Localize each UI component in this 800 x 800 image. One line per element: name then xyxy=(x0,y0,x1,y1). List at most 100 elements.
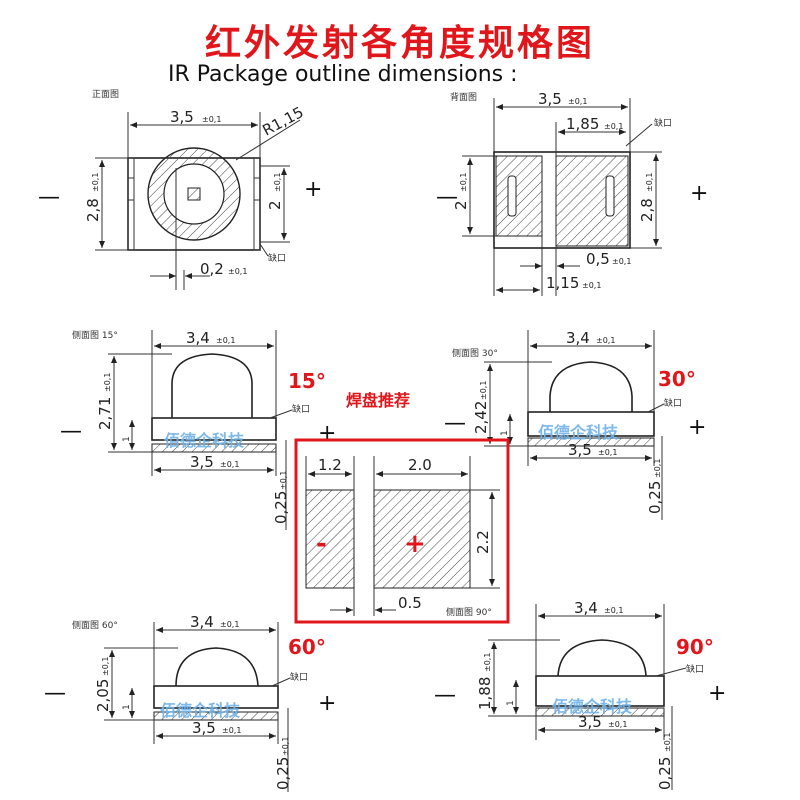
svg-text:±0,1: ±0,1 xyxy=(479,381,488,400)
watermark: 佰德企科技 xyxy=(164,431,245,450)
side15-notch: 缺口 xyxy=(292,403,310,415)
svg-text:±0,1: ±0,1 xyxy=(645,173,654,192)
svg-text:±0,1: ±0,1 xyxy=(281,737,290,756)
side30-top-width: 3,4 xyxy=(566,329,590,347)
pad-plus: + xyxy=(404,529,426,559)
side60-height: 2,05 xyxy=(94,679,112,712)
side60-minus: — xyxy=(44,681,66,706)
side15-plus: + xyxy=(318,421,336,446)
side90-plus: + xyxy=(708,681,726,706)
svg-text:±0,1: ±0,1 xyxy=(220,620,239,629)
side60-label: 侧面图 60° xyxy=(72,619,118,631)
svg-text:±0,1: ±0,1 xyxy=(582,281,601,290)
front-radius: R1,15 xyxy=(259,103,306,139)
svg-text:±0,1: ±0,1 xyxy=(216,336,235,345)
side60-plus: + xyxy=(318,691,336,716)
side15-base: 1 xyxy=(122,436,132,442)
svg-text:±0,1: ±0,1 xyxy=(228,267,247,276)
side30-thickness: 0,25 xyxy=(646,481,664,514)
pad-height: 2.2 xyxy=(474,530,492,554)
front-offset: 0,2 xyxy=(200,260,224,278)
front-notch: 缺口 xyxy=(268,252,286,264)
side30-base: 1 xyxy=(500,430,510,436)
front-view: 正面图 3,5 ±0,1 R1,15 2,8 ±0,1 2 ±0,1 0,2 ±… xyxy=(38,89,322,290)
main-title: 红外发射各角度规格图 xyxy=(204,23,595,64)
front-minus: — xyxy=(38,185,60,210)
watermark-90: 佰德企科技 xyxy=(552,697,633,716)
back-right-height: 2,8 xyxy=(638,198,656,222)
svg-text:±0,1: ±0,1 xyxy=(608,720,627,729)
side60-thickness: 0,25 xyxy=(274,757,292,790)
side15-thickness: 0,25 xyxy=(272,491,290,524)
pad-minus: - xyxy=(316,529,327,559)
svg-text:±0,1: ±0,1 xyxy=(604,606,623,615)
side90-notch: 缺口 xyxy=(686,663,704,675)
pad-gap: 0.5 xyxy=(398,594,422,612)
side60-top-width: 3,4 xyxy=(190,613,214,631)
side-view-90: 3,4 ±0,1 1,88 ±0,1 1 3,5 ±0,1 0,25 ±0,1 … xyxy=(434,599,726,790)
pad-right-width: 2.0 xyxy=(408,456,432,474)
side15-top-width: 3,4 xyxy=(186,329,210,347)
side30-angle: 30° xyxy=(658,367,696,391)
front-height: 2,8 xyxy=(84,198,102,222)
svg-text:±0,1: ±0,1 xyxy=(222,726,241,735)
back-gap: 0,5 xyxy=(586,250,610,268)
pad-title: 焊盘推荐 xyxy=(346,391,410,410)
svg-text:±0,1: ±0,1 xyxy=(653,459,662,478)
back-left-height: 2 xyxy=(452,200,470,210)
svg-text:±0,1: ±0,1 xyxy=(596,336,615,345)
side60-base: 1 xyxy=(122,704,132,710)
side30-label: 侧面图 30° xyxy=(452,347,498,359)
svg-text:±0,1: ±0,1 xyxy=(202,115,221,124)
back-view-label: 背面图 xyxy=(450,91,477,103)
svg-text:±0,1: ±0,1 xyxy=(91,173,100,192)
svg-text:±0,1: ±0,1 xyxy=(103,373,112,392)
svg-text:±0,1: ±0,1 xyxy=(604,122,623,131)
pad-left-width: 1.2 xyxy=(318,456,342,474)
watermark-60: 佰德企科技 xyxy=(160,701,241,720)
pad-recommendation: 焊盘推荐 1.2 2.0 2.2 0.5 - + 侧面图 90° xyxy=(294,391,510,624)
side30-notch: 缺口 xyxy=(664,397,682,409)
svg-text:±0,1: ±0,1 xyxy=(220,460,239,469)
side-view-15: 侧面图 15° 3,4 ±0,1 2,71 ±0,1 1 3,5 ±0,1 0,… xyxy=(60,329,336,530)
back-plus: + xyxy=(690,181,708,206)
back-view: 背面图 3,5 ±0,1 1,85 ±0,1 缺口 2 ±0,1 2,8 ±0,… xyxy=(436,90,708,296)
side90-top-width: 3,4 xyxy=(574,599,598,617)
front-plus: + xyxy=(304,177,322,202)
side90-minus: — xyxy=(434,683,456,708)
side15-angle: 15° xyxy=(288,369,326,393)
side15-bottom-width: 3,5 xyxy=(190,453,214,471)
svg-text:±0,1: ±0,1 xyxy=(568,97,587,106)
side30-height: 2,42 xyxy=(472,401,490,434)
side90-height: 1,88 xyxy=(476,677,494,710)
svg-text:±0,1: ±0,1 xyxy=(279,471,288,490)
front-view-label: 正面图 xyxy=(92,89,119,100)
subtitle: IR Package outline dimensions : xyxy=(168,62,518,87)
front-inner: 2 xyxy=(266,200,284,210)
side30-plus: + xyxy=(688,415,706,440)
svg-text:±0,1: ±0,1 xyxy=(612,257,631,266)
side90-thickness: 0,25 xyxy=(656,757,674,790)
side60-notch: 缺口 xyxy=(290,671,308,683)
svg-text:±0,1: ±0,1 xyxy=(483,653,492,672)
side15-height: 2,71 xyxy=(96,397,114,430)
side-view-60: 侧面图 60° 3,4 ±0,1 2,05 ±0,1 1 3,5 ±0,1 0,… xyxy=(44,613,336,792)
svg-text:±0,1: ±0,1 xyxy=(598,448,617,457)
side60-angle: 60° xyxy=(288,635,326,659)
back-minus: — xyxy=(436,185,458,210)
side15-minus: — xyxy=(60,419,82,444)
svg-text:±0,1: ±0,1 xyxy=(101,657,110,676)
side60-bottom-width: 3,5 xyxy=(192,719,216,737)
side90-label: 侧面图 90° xyxy=(446,606,492,618)
side90-base: 1 xyxy=(506,700,516,706)
side90-angle: 90° xyxy=(676,635,714,659)
front-width: 3,5 xyxy=(170,108,194,126)
svg-text:±0,1: ±0,1 xyxy=(459,173,468,192)
side15-label: 侧面图 15° xyxy=(72,329,118,341)
back-inner-width: 1,85 xyxy=(566,115,599,133)
back-bottom: 1,15 xyxy=(546,274,579,292)
side30-minus: — xyxy=(444,411,466,436)
svg-text:±0,1: ±0,1 xyxy=(663,733,672,752)
back-notch: 缺口 xyxy=(654,117,672,129)
